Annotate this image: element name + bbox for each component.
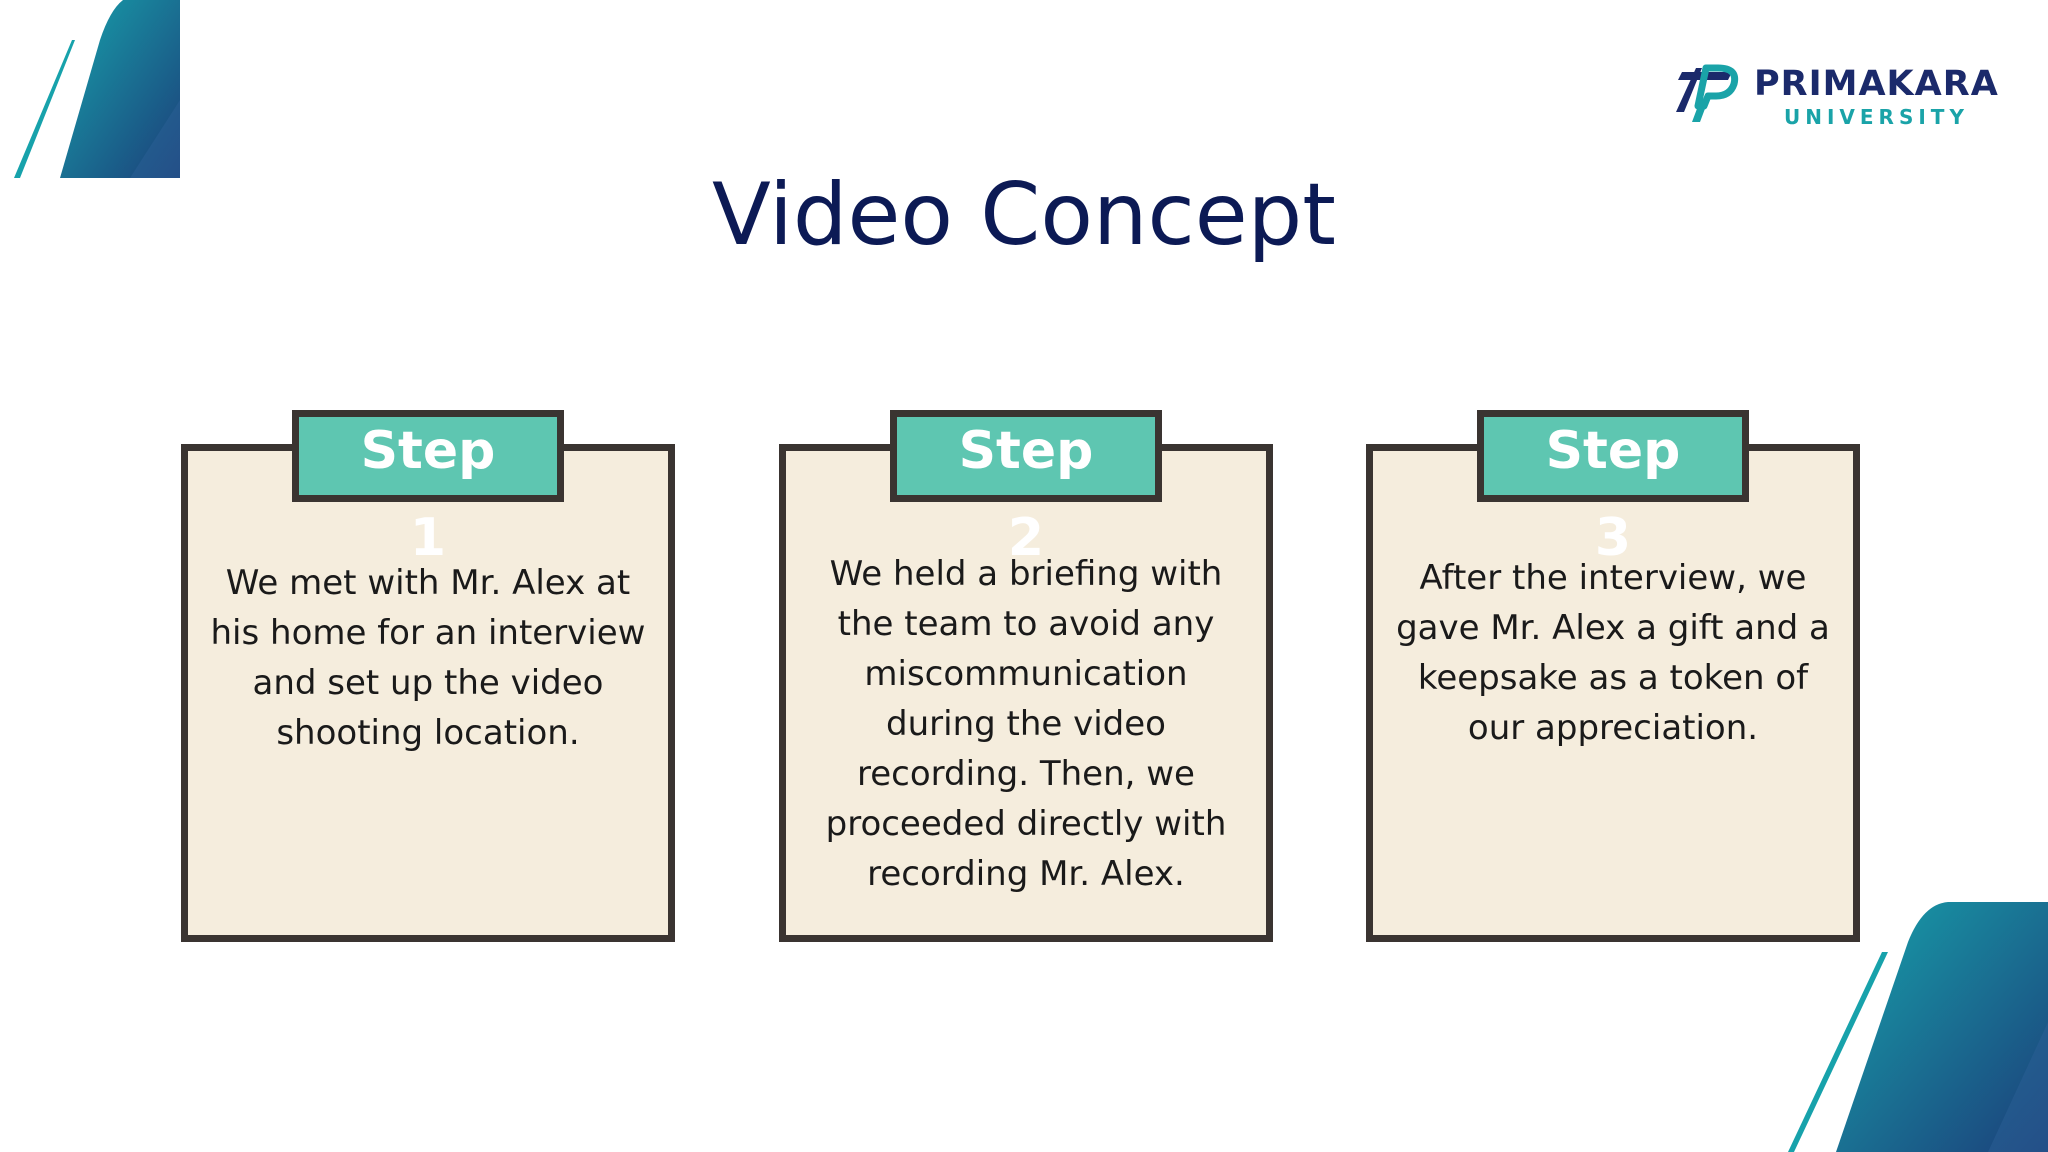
step-tag: Step	[1477, 410, 1749, 502]
step-tag: Step	[292, 410, 564, 502]
university-logo: PRIMAKARA UNIVERSITY	[1672, 50, 1998, 130]
step-number: 1	[409, 508, 447, 568]
step-card-3: Step 3 After the interview, we gave Mr. …	[1366, 410, 1860, 942]
step-card-1: Step 1 We met with Mr. Alex at his home …	[181, 410, 675, 942]
step-number: 2	[1007, 508, 1045, 568]
corner-decoration-top-left	[14, 0, 180, 178]
logo-name: PRIMAKARA	[1754, 64, 1999, 104]
step-number: 3	[1594, 508, 1632, 568]
step-description: After the interview, we gave Mr. Alex a …	[1396, 558, 1830, 748]
step-label: Step	[360, 421, 496, 481]
slide-title: Video Concept	[712, 165, 1336, 265]
corner-decoration-bottom-right	[1788, 902, 2048, 1152]
logo-subtitle: UNIVERSITY	[1784, 105, 1969, 129]
step-card-2: Step 2 We held a briefing with the team …	[779, 410, 1273, 942]
step-tag: Step	[890, 410, 1162, 502]
primakara-logo-icon	[1676, 64, 1739, 122]
step-label: Step	[958, 421, 1094, 481]
step-description: We held a briefing with the team to avoi…	[825, 554, 1227, 894]
step-label: Step	[1545, 421, 1681, 481]
step-description: We met with Mr. Alex at his home for an …	[210, 563, 646, 753]
